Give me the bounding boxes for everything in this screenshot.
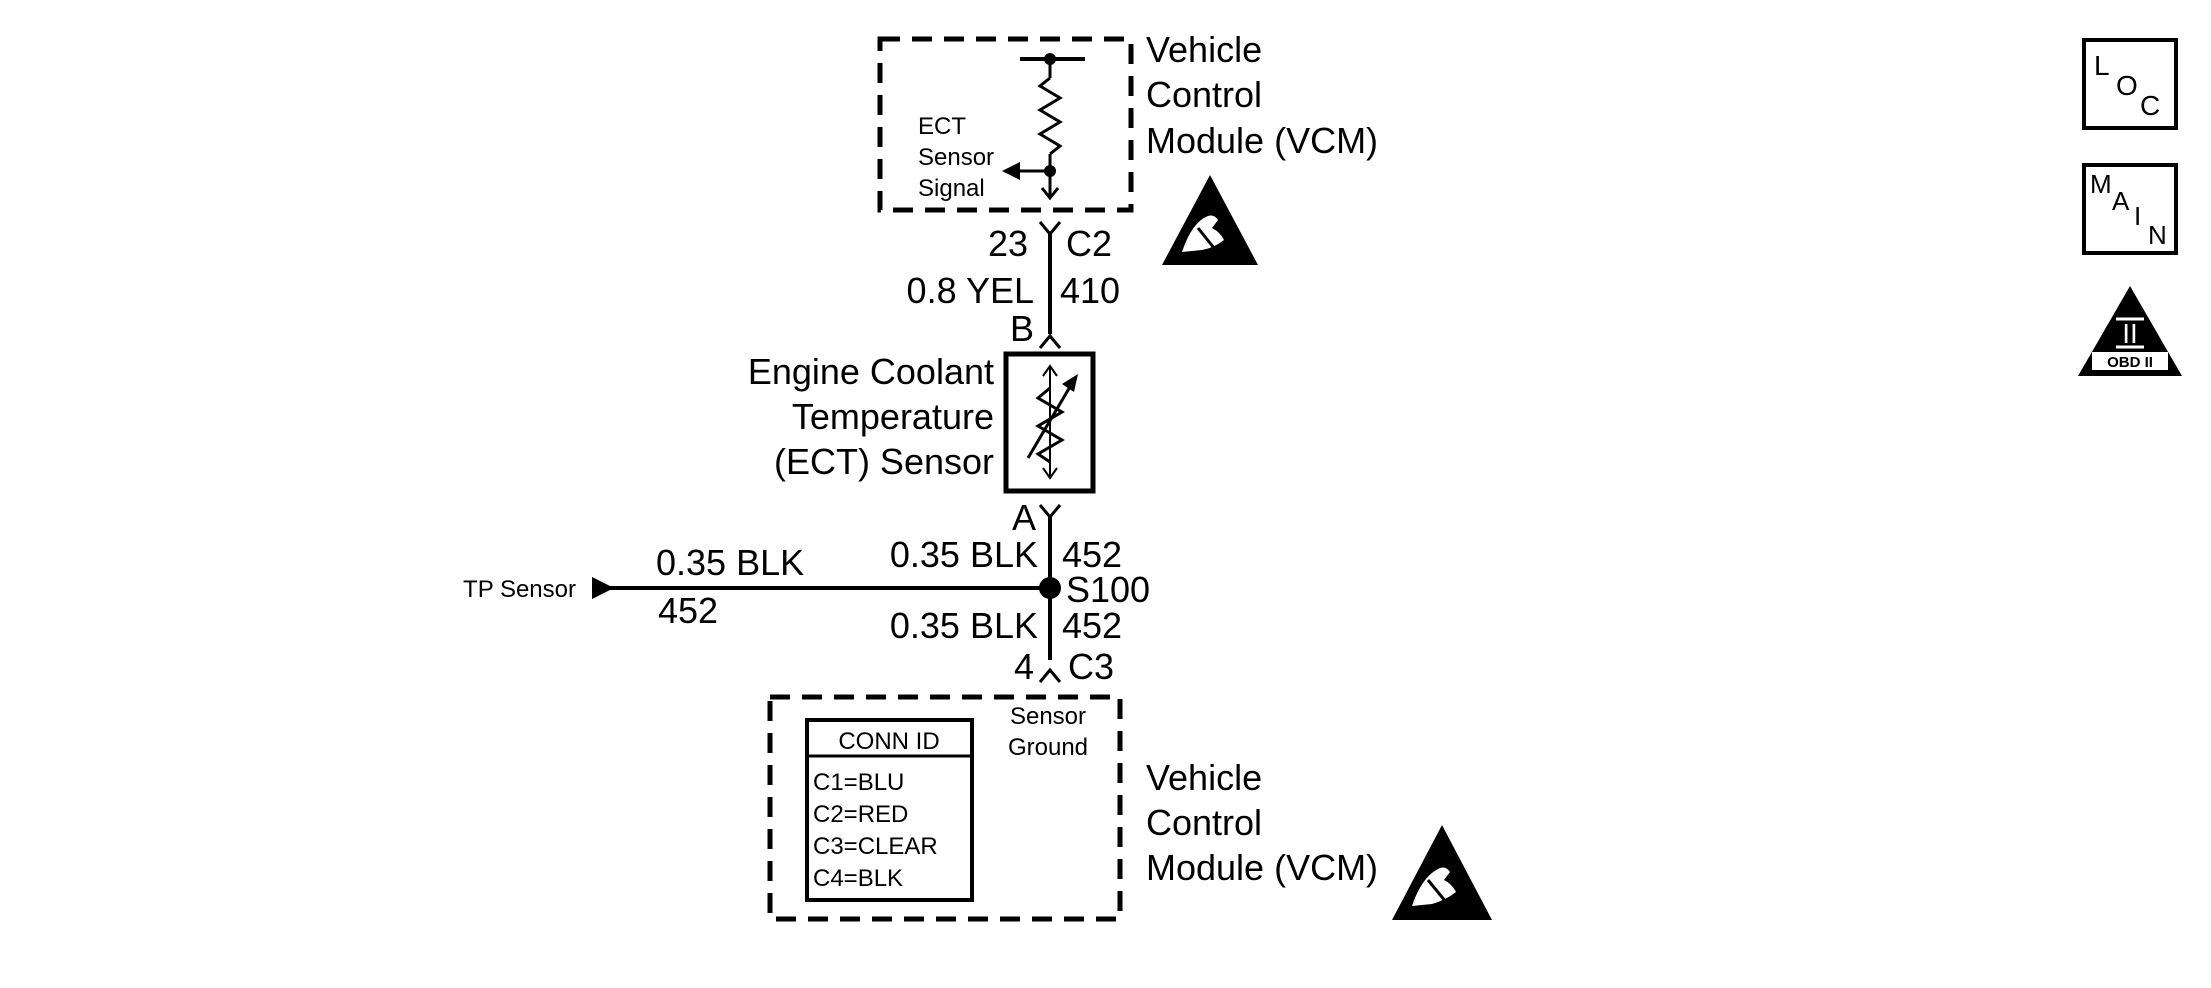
loc-icon[interactable]: L O C: [2082, 38, 2178, 130]
main-icon[interactable]: M A I N: [2082, 163, 2178, 255]
main-icon-letter: M: [2090, 169, 2112, 199]
wire-452-upper-gauge-color: 0.35 BLK: [890, 534, 1038, 575]
sensor-ground-line-1: Sensor: [1010, 703, 1086, 730]
esd-warning-icon: [1162, 175, 1258, 265]
ect-signal-line-3: Signal: [918, 175, 985, 202]
wire-452-lower-circuit: 452: [1062, 605, 1122, 646]
ect-sensor: Engine Coolant Temperature (ECT) Sensor: [748, 351, 1096, 494]
connector-c3-pin: 4: [1014, 646, 1034, 687]
ect-sensor-name-line-1: Engine Coolant: [748, 351, 994, 392]
sensor-pin-b-symbol: [1038, 333, 1062, 349]
loc-icon-letter: L: [2094, 50, 2110, 81]
thermistor-icon: [1035, 386, 1065, 464]
bottom-vcm-module: Sensor Ground CONN ID C1=BLU C2=RED C3=C…: [767, 694, 1378, 922]
tp-branch-circuit: 452: [658, 590, 718, 631]
pullup-resistor-icon: [1037, 76, 1063, 156]
conn-id-row: C4=BLK: [813, 865, 903, 892]
main-icon-letter: A: [2112, 186, 2130, 216]
ect-signal-line-2: Sensor: [918, 144, 994, 171]
top-vcm-name-line-1: Vehicle: [1146, 29, 1262, 70]
wire-410-circuit: 410: [1060, 270, 1120, 311]
signal-down-arrow-icon: [1040, 187, 1060, 201]
loc-icon-letter: O: [2116, 70, 2138, 101]
ect-sensor-name-line-3: (ECT) Sensor: [774, 441, 994, 482]
obd-numeral: II: [2122, 318, 2138, 349]
ect-sensor-name-line-2: Temperature: [792, 396, 994, 437]
connector-c3: 4 C3: [1014, 646, 1114, 687]
connector-c2-id: C2: [1066, 223, 1112, 264]
sensor-ground-line-2: Ground: [1008, 734, 1088, 761]
connector-c2: 23 C2: [988, 221, 1112, 264]
main-icon-letter: N: [2148, 220, 2167, 250]
sensor-pin-a-label: A: [1012, 497, 1036, 538]
obd-label: OBD II: [2107, 354, 2153, 371]
tp-branch-gauge-color: 0.35 BLK: [656, 542, 804, 583]
ect-signal-line-1: ECT: [918, 113, 966, 140]
top-vcm-module: ECT Sensor Signal Vehicle Control Module…: [877, 29, 1378, 213]
tp-sensor-arrow-icon: [592, 577, 614, 599]
sensor-pin-b-label: B: [1010, 308, 1034, 349]
loc-icon-letter: C: [2140, 90, 2160, 121]
signal-arrow-icon: [1002, 162, 1020, 180]
bottom-vcm-boundary: [767, 694, 1123, 922]
bottom-vcm-name-line-3: Module (VCM): [1146, 847, 1378, 888]
top-vcm-boundary: [877, 36, 1134, 213]
connector-c3-id: C3: [1068, 646, 1114, 687]
top-vcm-name-line-3: Module (VCM): [1146, 120, 1378, 161]
bottom-vcm-name-line-2: Control: [1146, 802, 1262, 843]
connector-c3-symbol: [1038, 667, 1062, 683]
conn-id-row: C3=CLEAR: [813, 833, 938, 860]
conn-id-table: CONN ID C1=BLU C2=RED C3=CLEAR C4=BLK: [805, 718, 974, 902]
obd-ii-icon[interactable]: II OBD II: [2078, 286, 2182, 376]
conn-id-row: C2=RED: [813, 801, 908, 828]
splice-s100-label: S100: [1066, 569, 1150, 610]
main-icon-letter: I: [2134, 201, 2141, 231]
wire-452-upper-circuit: 452: [1062, 534, 1122, 575]
ect-sensor-body: [1003, 351, 1096, 494]
wire-410-gauge-color: 0.8 YEL: [907, 270, 1034, 311]
tp-sensor-label: TP Sensor: [463, 576, 576, 603]
bottom-vcm-name-line-1: Vehicle: [1146, 757, 1262, 798]
connector-c2-pin: 23: [988, 223, 1028, 264]
esd-warning-icon: [1392, 825, 1492, 920]
conn-id-row: C1=BLU: [813, 769, 904, 796]
conn-id-header: CONN ID: [838, 728, 939, 755]
top-vcm-name-line-2: Control: [1146, 74, 1262, 115]
tp-sensor-branch: TP Sensor 0.35 BLK 452: [463, 542, 1050, 631]
wire-452-lower-gauge-color: 0.35 BLK: [890, 605, 1038, 646]
